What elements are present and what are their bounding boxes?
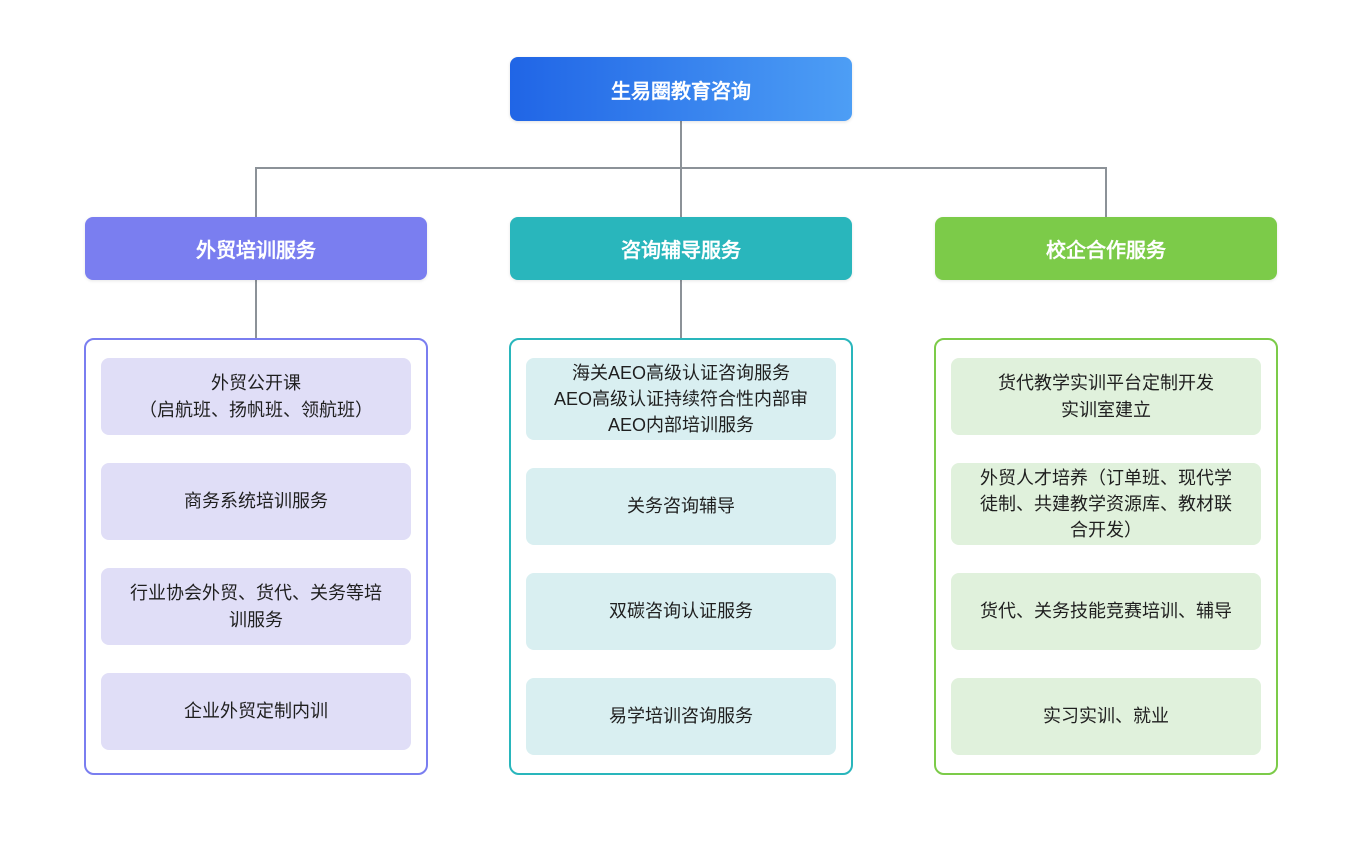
leaf-node: 双碳咨询认证服务 [526, 573, 836, 650]
leaf-node: 实习实训、就业 [951, 678, 1261, 755]
branch-container-school-enterprise: 货代教学实训平台定制开发 实训室建立 外贸人才培养（订单班、现代学 徒制、共建教… [934, 338, 1278, 775]
connector-branch2-body [680, 280, 682, 338]
leaf-node: 海关AEO高级认证咨询服务 AEO高级认证持续符合性内部审 AEO内部培训服务 [526, 358, 836, 440]
branch-header-trade-training: 外贸培训服务 [85, 217, 427, 280]
leaf-node: 外贸公开课 （启航班、扬帆班、领航班） [101, 358, 411, 435]
leaf-node: 外贸人才培养（订单班、现代学 徒制、共建教学资源库、教材联 合开发） [951, 463, 1261, 545]
branch-header-label: 咨询辅导服务 [621, 240, 741, 262]
branch-header-label: 校企合作服务 [1046, 240, 1166, 262]
root-node-label: 生易圈教育咨询 [611, 80, 751, 103]
leaf-node: 企业外贸定制内训 [101, 673, 411, 750]
leaf-node: 商务系统培训服务 [101, 463, 411, 540]
connector-branch1-body [255, 280, 257, 338]
branch-container-trade-training: 外贸公开课 （启航班、扬帆班、领航班） 商务系统培训服务 行业协会外贸、货代、关… [84, 338, 428, 775]
branch-header-label: 外贸培训服务 [196, 240, 316, 262]
connector-branch2-top [680, 167, 682, 217]
connector-branch1-top [255, 167, 257, 217]
branch-header-school-enterprise: 校企合作服务 [935, 217, 1277, 280]
leaf-node: 货代、关务技能竞赛培训、辅导 [951, 573, 1261, 650]
connector-root-vertical [680, 121, 682, 168]
branch-header-consulting-coaching: 咨询辅导服务 [510, 217, 852, 280]
root-node: 生易圈教育咨询 [510, 57, 852, 121]
leaf-node: 行业协会外贸、货代、关务等培 训服务 [101, 568, 411, 645]
leaf-node: 货代教学实训平台定制开发 实训室建立 [951, 358, 1261, 435]
connector-branch3-top [1105, 167, 1107, 217]
leaf-node: 易学培训咨询服务 [526, 678, 836, 755]
branch-container-consulting-coaching: 海关AEO高级认证咨询服务 AEO高级认证持续符合性内部审 AEO内部培训服务 … [509, 338, 853, 775]
leaf-node: 关务咨询辅导 [526, 468, 836, 545]
